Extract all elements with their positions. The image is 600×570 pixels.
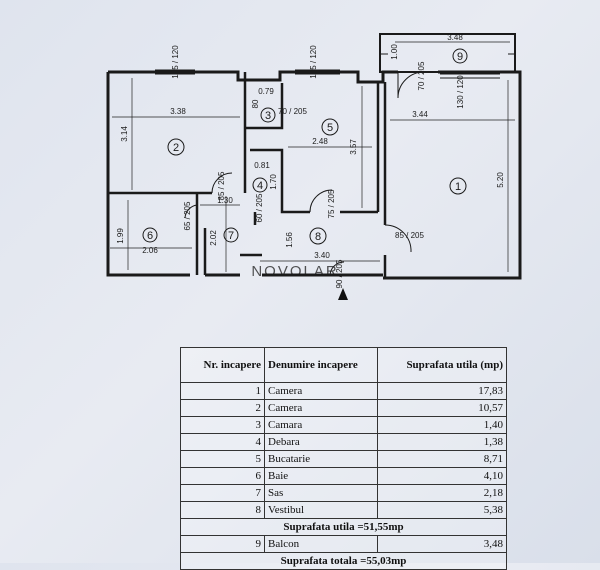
dim-r2-length: 3.14: [120, 126, 129, 142]
total-row: Suprafata totala =55,03mp: [180, 552, 507, 570]
dim-window-r1: 130 / 120: [456, 75, 465, 109]
room-number-9: 9: [457, 51, 463, 63]
subtotal-row: Suprafata utila =51,55mp: [180, 518, 507, 536]
cell-room-area: 8,71: [377, 450, 507, 468]
dim-r5-width: 2.48: [312, 137, 328, 146]
table-row: 7 Sas 2,18: [180, 484, 507, 502]
cell-room-area: 2,18: [377, 484, 507, 502]
room-number-4: 4: [257, 180, 263, 192]
dim-r4-width: 0.81: [254, 161, 270, 170]
door-swings: [184, 71, 425, 276]
dim-r3-width: 0.79: [258, 87, 274, 96]
cell-room-area: 17,83: [377, 382, 507, 400]
header-room-area: Suprafata utila (mp): [377, 347, 507, 383]
room-number-6: 6: [147, 230, 153, 242]
room-number-8: 8: [315, 231, 321, 243]
cell-room-number: 8: [180, 501, 265, 519]
cell-room-area: 5,38: [377, 501, 507, 519]
cell-room-number: 2: [180, 399, 265, 417]
dim-door-balcony: 70 / 205: [417, 61, 426, 90]
dim-window-r5: 145 / 120: [309, 45, 318, 79]
dim-door-r3: 70 / 205: [278, 107, 307, 116]
watermark: NOVOLAR: [251, 263, 338, 280]
cell-room-name: Camera: [264, 382, 378, 400]
dim-r5-length: 3.57: [349, 139, 358, 155]
cell-room-name: Sas: [264, 484, 378, 502]
table-row: 5 Bucatarie 8,71: [180, 450, 507, 468]
room-number-1: 1: [455, 181, 461, 193]
cell-room-area: 1,40: [377, 416, 507, 434]
dim-r6-width: 2.06: [142, 246, 158, 255]
floor-plan: 1 2 3 4 5 6 7 8 9 3.38 3.14 0.79 80 0.81…: [106, 33, 522, 300]
room-number-5: 5: [327, 122, 333, 134]
cell-room-number: 6: [180, 467, 265, 485]
dim-r6-length: 1.99: [116, 228, 125, 244]
table-row: 6 Baie 4,10: [180, 467, 507, 485]
dim-r1-length: 5.20: [496, 172, 505, 188]
cell-room-number: 4: [180, 433, 265, 451]
cell-room-name: Vestibul: [264, 501, 378, 519]
dim-window-r2: 145 / 120: [171, 45, 180, 79]
cell-room-name: Debara: [264, 433, 378, 451]
dim-r4-length: 1.70: [269, 174, 278, 190]
dim-door-r6: 65 / 205: [183, 201, 192, 230]
cell-room-name: Bucatarie: [264, 450, 378, 468]
dim-r8-width: 3.40: [314, 251, 330, 260]
dimension-lines: [110, 41, 515, 272]
dim-door-r4: 60 / 205: [255, 193, 264, 222]
cell-room-number: 7: [180, 484, 265, 502]
dim-balcony-depth: 1.00: [390, 44, 399, 60]
dim-r1-width: 3.44: [412, 110, 428, 119]
header-room-name: Denumire incapere: [264, 347, 378, 383]
table-row: 1 Camera 17,83: [180, 382, 507, 400]
cell-room-area: 3,48: [377, 535, 507, 553]
cell-room-name: Camera: [264, 399, 378, 417]
header-room-number: Nr. incapere: [180, 347, 265, 383]
room-number-2: 2: [173, 142, 179, 154]
dimension-labels: 3.38 3.14 0.79 80 0.81 1.70 2.48 3.57 3.…: [116, 33, 505, 288]
cell-room-number: 1: [180, 382, 265, 400]
table-row: 4 Debara 1,38: [180, 433, 507, 451]
cell-room-area: 10,57: [377, 399, 507, 417]
dim-r7-length: 2.02: [209, 230, 218, 246]
cell-room-name: Baie: [264, 467, 378, 485]
dim-door-r1: 85 / 205: [395, 231, 424, 240]
table-row: 9 Balcon 3,48: [180, 535, 507, 553]
table-row: 8 Vestibul 5,38: [180, 501, 507, 519]
dim-balcony-width: 3.48: [447, 33, 463, 42]
dim-door-r2: 85 / 205: [217, 171, 226, 200]
dim-r3-length: 80: [251, 99, 260, 108]
cell-room-name: Balcon: [264, 535, 378, 553]
table-header-row: Nr. incapere Denumire incapere Suprafata…: [180, 347, 507, 383]
interior-walls: [108, 72, 387, 278]
total-area: Suprafata totala =55,03mp: [180, 552, 507, 570]
cell-room-name: Camara: [264, 416, 378, 434]
cell-room-area: 4,10: [377, 467, 507, 485]
balcony: [379, 33, 516, 73]
entrance-arrow-icon: [338, 288, 348, 300]
dim-r7-width: 1.30: [217, 196, 233, 205]
dim-door-r5: 75 / 205: [327, 189, 336, 218]
room-number-7: 7: [228, 230, 234, 242]
cell-room-area: 1,38: [377, 433, 507, 451]
room-number-3: 3: [265, 110, 271, 122]
cell-room-number: 5: [180, 450, 265, 468]
table-row: 3 Camara 1,40: [180, 416, 507, 434]
room-markers: 1 2 3 4 5 6 7 8 9: [142, 48, 468, 245]
dim-r2-width: 3.38: [170, 107, 186, 116]
table-row: 2 Camera 10,57: [180, 399, 507, 417]
dim-door-entrance: 90 / 205: [335, 259, 344, 288]
cell-room-number: 9: [180, 535, 265, 553]
windows: [155, 69, 500, 79]
dim-r8-length: 1.56: [285, 232, 294, 248]
rooms-table: Nr. incapere Denumire incapere Suprafata…: [180, 347, 507, 570]
cell-room-number: 3: [180, 416, 265, 434]
subtotal-area: Suprafata utila =51,55mp: [180, 518, 507, 536]
